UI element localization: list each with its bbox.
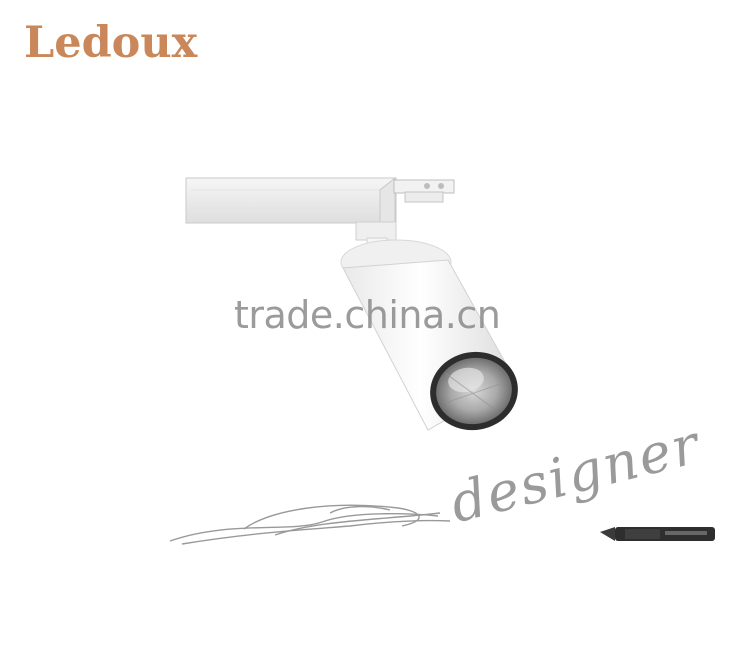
watermark: trade.china.cn	[234, 293, 501, 337]
brand-logo: Ledoux	[24, 18, 198, 68]
spotlight-icon	[340, 239, 518, 431]
signature-scribble-icon	[169, 504, 451, 545]
track-adapter-icon	[185, 176, 455, 224]
marker-pen-icon	[600, 527, 715, 541]
